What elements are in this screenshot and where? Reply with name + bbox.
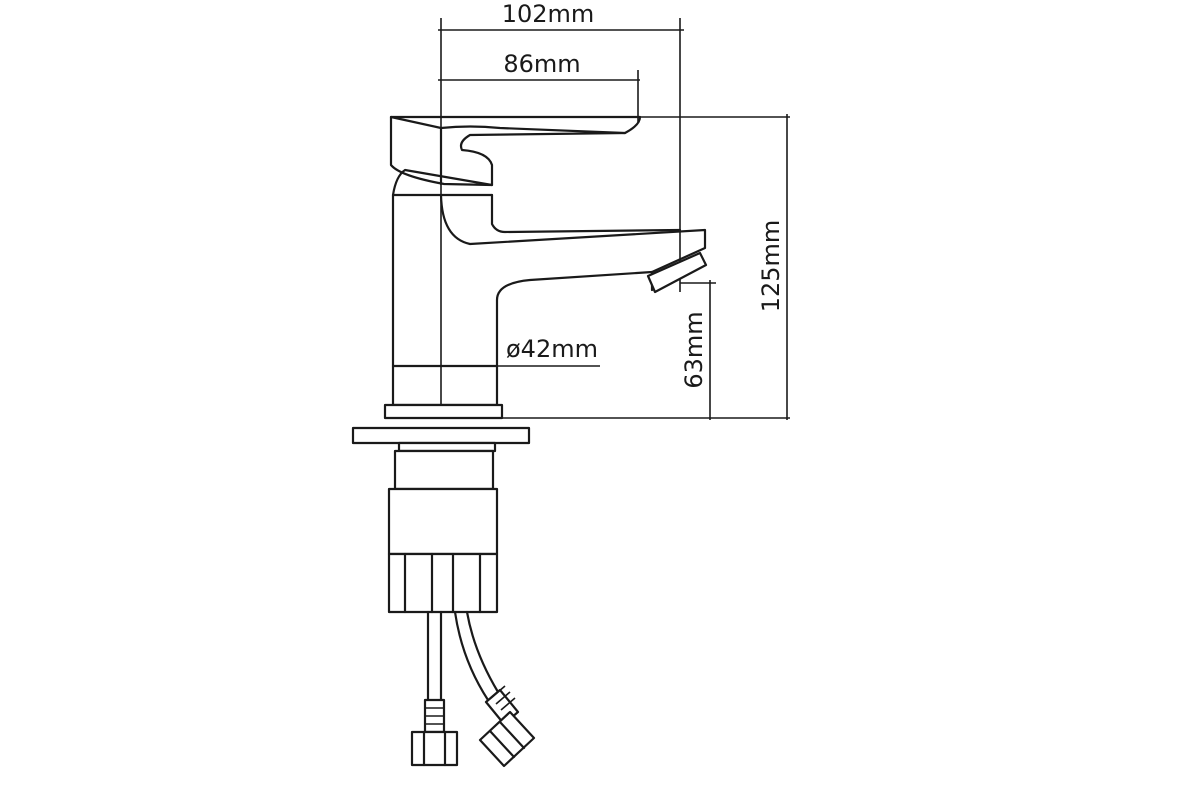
faucet-body [391, 168, 708, 407]
dim-label-86: 86mm [503, 50, 580, 78]
dim-label-125: 125mm [757, 220, 785, 313]
supply-hose-right [453, 610, 536, 768]
supply-hose-left [410, 610, 459, 767]
base-flange [351, 403, 531, 453]
mounting-shank [387, 449, 499, 614]
dim-label-102: 102mm [502, 0, 595, 28]
dim-label-42: ø42mm [506, 335, 598, 363]
mounting-plate [351, 426, 531, 445]
handle-lever [389, 115, 642, 187]
dim-label-63: 63mm [680, 311, 708, 388]
hose-nut-right [478, 710, 536, 768]
aerator [646, 251, 708, 294]
hose-nut-left [410, 730, 459, 767]
